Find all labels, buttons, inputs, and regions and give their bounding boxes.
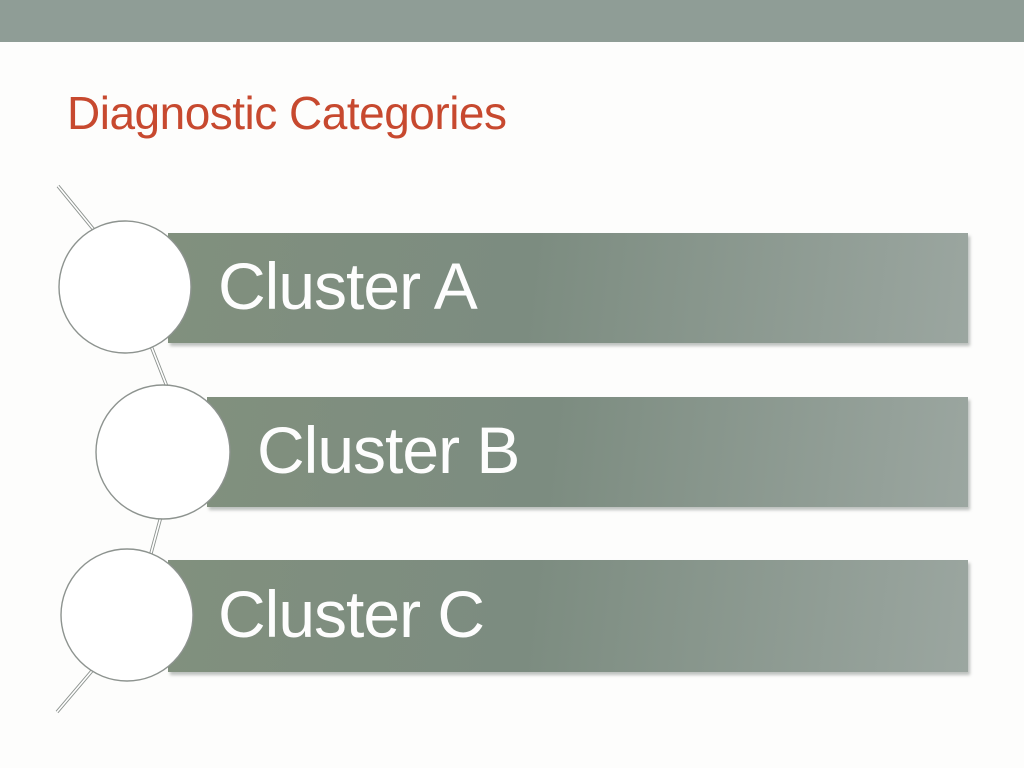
cluster-bar-b: Cluster B [207, 397, 968, 507]
top-accent-band [0, 0, 1024, 42]
cluster-bar-label: Cluster C [218, 577, 485, 651]
cluster-bar-label: Cluster A [218, 249, 478, 323]
cluster-bar-a: Cluster A [168, 233, 968, 343]
slide-title: Diagnostic Categories [67, 87, 507, 139]
cluster-bar-c: Cluster C [168, 560, 968, 672]
cluster-bar-label: Cluster B [257, 413, 520, 487]
